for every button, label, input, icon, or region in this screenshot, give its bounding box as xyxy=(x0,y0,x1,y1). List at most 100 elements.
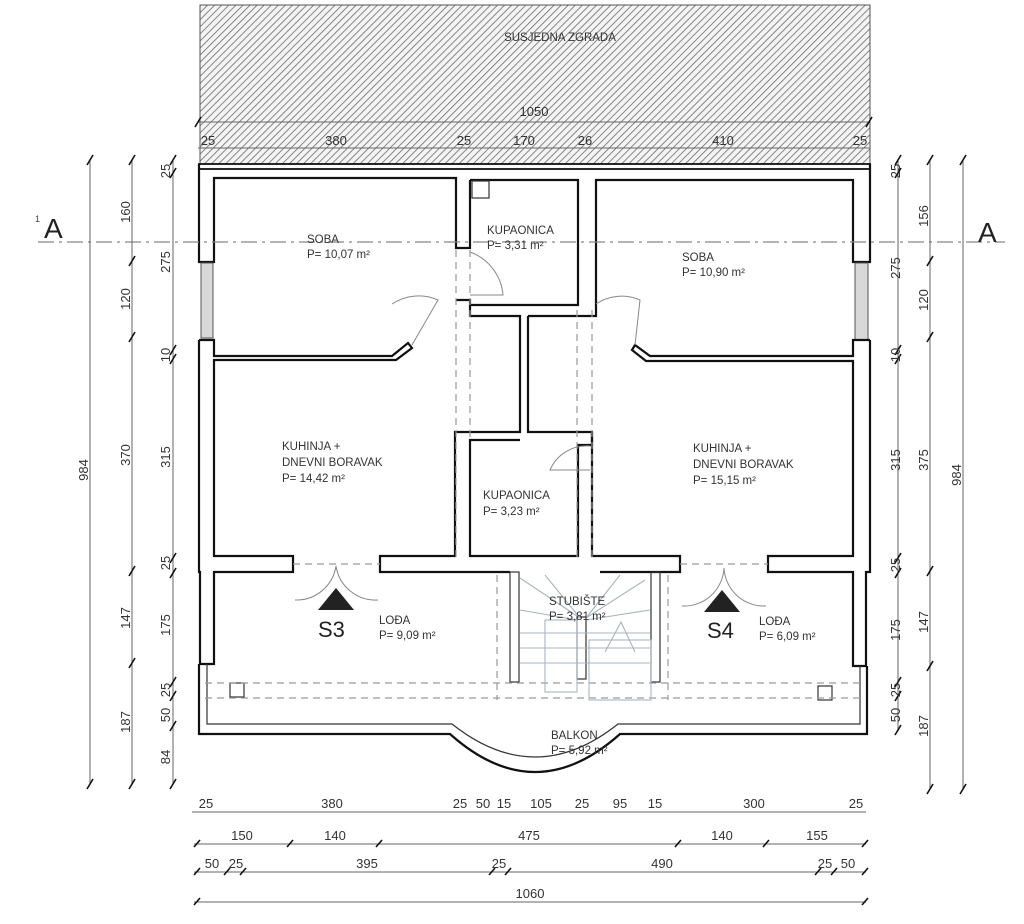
dim-left-mid-0: 160 xyxy=(118,201,133,223)
room-stubiste-name: STUBIŠTE xyxy=(549,595,606,608)
room-stubiste-area: P= 3,81 m² xyxy=(549,611,606,623)
dim-right-mid-4: 187 xyxy=(916,715,931,737)
left-dimensions: 984 160 120 370 147 187 25 275 10 315 25… xyxy=(76,154,177,790)
doors xyxy=(294,251,767,607)
dim-top-total: 1050 xyxy=(520,104,549,119)
section-line: A 1 A xyxy=(35,213,1005,248)
dim-right-in-4: 25 xyxy=(888,558,903,572)
dim-bot1-4: 15 xyxy=(497,796,511,811)
dim-left-in-0: 25 xyxy=(158,164,173,178)
room-loda-right-area: P= 6,09 m² xyxy=(759,631,816,643)
dim-right-mid-1: 120 xyxy=(916,289,931,311)
s4-triangle-icon xyxy=(704,590,740,612)
dim-left-in-3: 315 xyxy=(158,446,173,468)
dim-bot3-3: 25 xyxy=(492,856,506,871)
room-kupaonica-mid-area: P= 3,23 m² xyxy=(483,506,540,518)
dim-right-in-2: 10 xyxy=(888,348,903,362)
dim-bot2-1: 140 xyxy=(324,828,346,843)
dim-right-in-5: 175 xyxy=(888,619,903,641)
dim-left-mid-1: 120 xyxy=(118,288,133,310)
room-soba-left-area: P= 10,07 m² xyxy=(307,249,370,261)
room-loda-left-name: LOĐA xyxy=(379,615,411,627)
dim-left-in-6: 25 xyxy=(158,683,173,697)
room-kuhinja-left-name1: KUHINJA + xyxy=(282,441,341,453)
dim-bot1-9: 300 xyxy=(743,796,765,811)
dim-bot3-6: 50 xyxy=(841,856,855,871)
dim-bot1-2: 25 xyxy=(453,796,467,811)
dim-top-2: 25 xyxy=(457,133,471,148)
room-kuhinja-right-name1: KUHINJA + xyxy=(693,443,752,455)
dim-bot2-3: 140 xyxy=(711,828,733,843)
section-marker-right: A xyxy=(978,217,997,248)
dim-bot3-2: 395 xyxy=(356,856,378,871)
room-loda-left-area: P= 9,09 m² xyxy=(379,630,436,642)
dim-top-1: 380 xyxy=(325,133,347,148)
dim-left-in-5: 175 xyxy=(158,614,173,636)
dim-top-0: 25 xyxy=(201,133,215,148)
unit-markers: S3 S4 xyxy=(318,588,740,643)
dim-left-mid-4: 187 xyxy=(118,711,133,733)
dim-right-mid-0: 156 xyxy=(916,205,931,227)
neighbor-building-hatch xyxy=(199,4,871,166)
dim-left-mid-3: 147 xyxy=(118,607,133,629)
dim-top-4: 26 xyxy=(578,133,592,148)
dim-left-mid-2: 370 xyxy=(118,444,133,466)
dim-left-in-7: 50 xyxy=(158,708,173,722)
room-kuhinja-right-area: P= 15,15 m² xyxy=(693,475,756,487)
room-balkon-area: P= 5,92 m² xyxy=(551,745,608,757)
room-loda-right-name: LOĐA xyxy=(759,616,791,628)
dim-right-mid-3: 147 xyxy=(916,611,931,633)
bottom-dimensions: 25 380 25 50 15 105 25 95 15 300 25 150 … xyxy=(192,796,869,906)
dim-bot1-0: 25 xyxy=(199,796,213,811)
dim-bot1-3: 50 xyxy=(476,796,490,811)
room-soba-right-area: P= 10,90 m² xyxy=(682,267,745,279)
dim-bot1-1: 380 xyxy=(321,796,343,811)
neighbor-building-label: SUSJEDNA ZGRADA xyxy=(504,32,616,44)
window-left xyxy=(200,262,214,339)
dim-left-outer: 984 xyxy=(76,459,91,481)
staircase xyxy=(519,574,652,701)
dim-left-in-4: 25 xyxy=(158,556,173,570)
room-soba-left-name: SOBA xyxy=(307,234,339,246)
s3-triangle-icon xyxy=(318,588,354,610)
dim-bot1-6: 25 xyxy=(575,796,589,811)
dim-bot1-8: 15 xyxy=(648,796,662,811)
window-right xyxy=(854,262,869,341)
room-balkon-name: BALKON xyxy=(551,730,598,742)
dim-bot3-0: 50 xyxy=(205,856,219,871)
dim-bot1-10: 25 xyxy=(849,796,863,811)
dim-left-in-2: 10 xyxy=(158,348,173,362)
dim-bot3-4: 490 xyxy=(651,856,673,871)
dim-right-in-1: 275 xyxy=(888,257,903,279)
right-dimensions: 25 275 10 315 25 175 25 50 156 120 375 1… xyxy=(888,154,967,795)
unit-marker-s3: S3 xyxy=(318,617,345,642)
dim-top-3: 170 xyxy=(513,133,535,148)
exterior-walls xyxy=(197,163,872,773)
room-kuhinja-right-name2: DNEVNI BORAVAK xyxy=(693,459,794,471)
dim-left-in-1: 275 xyxy=(158,251,173,273)
dim-bot1-5: 105 xyxy=(530,796,552,811)
dim-right-in-6: 25 xyxy=(888,683,903,697)
dim-top-6: 25 xyxy=(853,133,867,148)
dim-right-outer: 984 xyxy=(949,464,964,486)
room-labels: SOBA P= 10,07 m² KUPAONICA P= 3,31 m² SO… xyxy=(282,225,816,757)
room-soba-right-name: SOBA xyxy=(682,252,714,264)
dim-bot2-2: 475 xyxy=(518,828,540,843)
dim-bot2-0: 150 xyxy=(231,828,253,843)
room-kupaonica-top-name: KUPAONICA xyxy=(487,225,554,237)
room-kuhinja-left-area: P= 14,42 m² xyxy=(282,473,345,485)
room-kupaonica-mid-name: KUPAONICA xyxy=(483,490,550,502)
dim-top-5: 410 xyxy=(712,133,734,148)
dim-bottom-total: 1060 xyxy=(516,886,545,901)
section-marker-left-sup: 1 xyxy=(35,214,40,224)
dim-right-in-3: 315 xyxy=(888,449,903,471)
dim-bot2-4: 155 xyxy=(806,828,828,843)
dim-bot1-7: 95 xyxy=(613,796,627,811)
room-kupaonica-top-area: P= 3,31 m² xyxy=(487,240,544,252)
dim-bot3-5: 25 xyxy=(818,856,832,871)
dashed-lines xyxy=(205,250,865,700)
dim-bot3-1: 25 xyxy=(229,856,243,871)
top-dimensions: 1050 25 380 25 170 26 410 25 xyxy=(194,104,873,149)
dim-right-in-7: 50 xyxy=(888,708,903,722)
